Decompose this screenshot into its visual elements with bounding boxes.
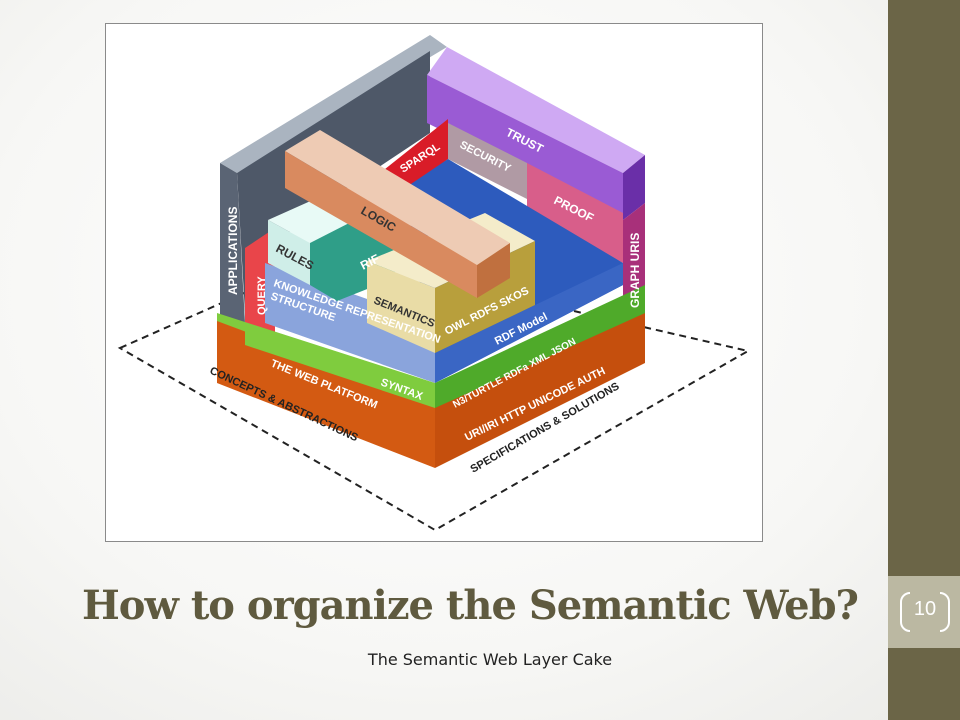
security-front [448, 123, 527, 199]
syntax-front-overlay [245, 323, 435, 408]
graph-uris-label: GRAPH URIS [628, 233, 642, 308]
slide-number-bracket-gap [910, 590, 940, 634]
uri-stack-front [435, 313, 645, 468]
trust-top [427, 47, 645, 173]
query-label: QUERY [256, 276, 268, 315]
slide-subtitle: The Semantic Web Layer Cake [367, 650, 613, 669]
trust-side [623, 155, 645, 220]
slide-title: How to organize the Semantic Web? [82, 582, 859, 629]
ground-outline [117, 253, 751, 532]
applications-top [220, 35, 447, 173]
logic-side [477, 243, 510, 298]
slide-number: 10 [913, 598, 937, 620]
logic-top [285, 130, 510, 265]
semantics-front [367, 261, 435, 353]
applications-label: APPLICATIONS [226, 207, 240, 295]
rdf-model-front [435, 263, 623, 383]
n3-formats-overlay [435, 289, 645, 408]
proof-front [527, 163, 623, 263]
knowledge-front [265, 263, 435, 383]
rules-front [268, 220, 310, 285]
applications-front [220, 163, 245, 323]
trust-front [427, 75, 623, 220]
web-platform-front [217, 321, 435, 468]
semantic-web-layer-cake-diagram: APPLICATIONS TRUST GRAPH URIS SPARQL SEC… [117, 35, 751, 532]
logic-front [285, 151, 477, 298]
